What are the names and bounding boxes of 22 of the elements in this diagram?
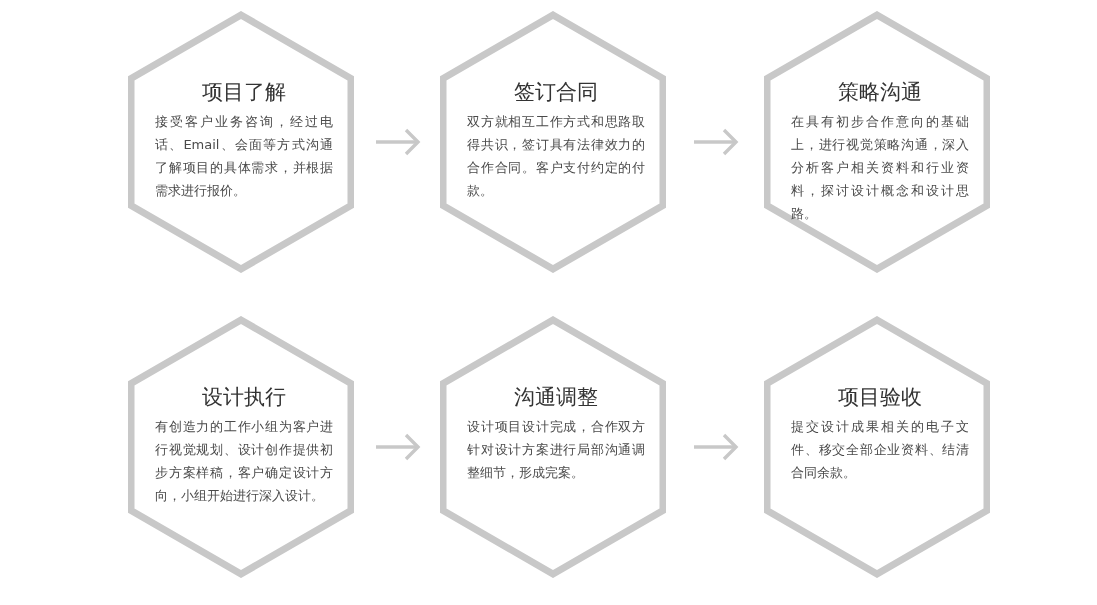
- arrow: [376, 128, 420, 156]
- step-title: 沟通调整: [513, 384, 599, 411]
- step-title: 策略沟通: [837, 79, 923, 106]
- hexagon: [440, 11, 666, 273]
- hexagon: [764, 316, 990, 578]
- step-description: 在具有初步合作意向的基础上，进行视觉策略沟通，深入分析客户相关资料和行业资料，探讨设计概念和设计思路。: [791, 113, 969, 223]
- step-title: 签订合同: [513, 79, 599, 106]
- hexagon: [764, 11, 990, 273]
- step-description: 接受客户业务咨询，经过电话、Email、会面等方式沟通了解项目的具体需求，并根据需求进行报价。: [155, 113, 333, 200]
- hexagon: [440, 316, 666, 578]
- arrow: [694, 433, 738, 461]
- step-title: 项目验收: [837, 384, 923, 411]
- arrow: [376, 433, 420, 461]
- hexagon: [128, 316, 354, 578]
- step-description: 设计项目设计完成，合作双方针对设计方案进行局部沟通调整细节，形成完案。: [467, 418, 645, 482]
- hexagon: [128, 11, 354, 273]
- step-title: 项目了解: [201, 79, 287, 106]
- step-description: 提交设计成果相关的电子文件、移交全部企业资料、结清合同余款。: [791, 418, 969, 482]
- step-description: 有创造力的工作小组为客户进行视觉规划、设计创作提供初步方案样稿，客户确定设计方向，小组开始进行深入设计。: [155, 418, 333, 505]
- arrow: [694, 128, 738, 156]
- step-title: 设计执行: [201, 384, 287, 411]
- step-description: 双方就相互工作方式和思路取得共识，签订具有法律效力的合作合同。客户支付约定的付款。: [467, 113, 645, 200]
